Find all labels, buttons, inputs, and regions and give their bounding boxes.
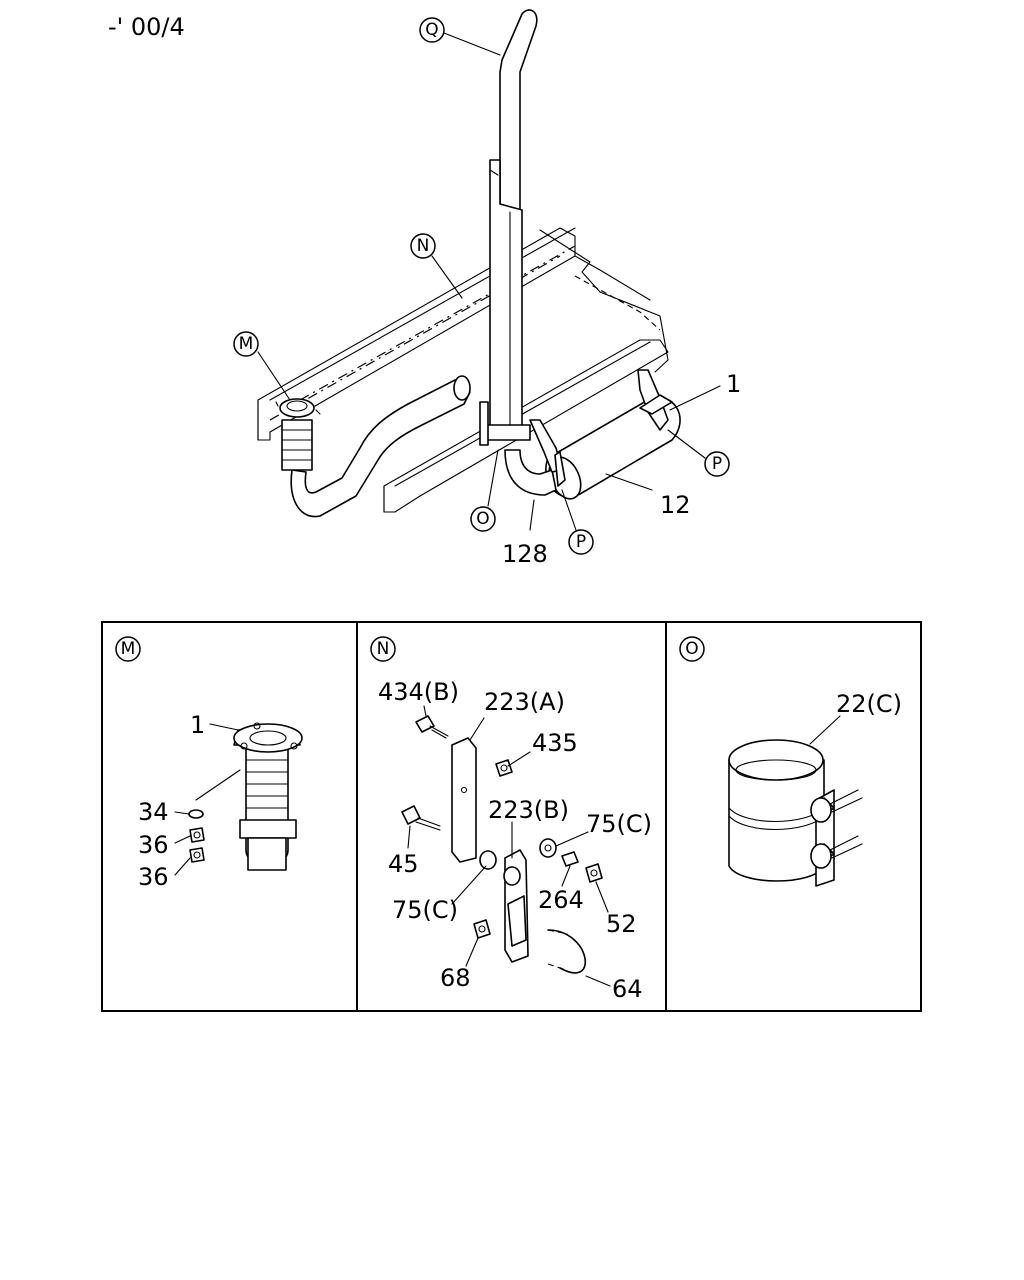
label-part-1: 1 <box>726 370 741 398</box>
panel-m-label-36b: 36 <box>138 863 169 891</box>
svg-text:O: O <box>476 509 489 529</box>
panel-n-label-64: 64 <box>612 975 643 1003</box>
panel-n-label-45: 45 <box>388 850 419 878</box>
panel-n-label-434b: 434(B) <box>378 678 459 706</box>
panel-n-label-52: 52 <box>606 910 637 938</box>
panel-n: N <box>370 636 652 1003</box>
panel-n-label-264: 264 <box>538 886 584 914</box>
panel-n-label-75c-left: 75(C) <box>392 896 458 924</box>
panel-n-label-68: 68 <box>440 964 471 992</box>
panel-m: M 1 34 36 36 <box>115 636 303 891</box>
callout-m: M <box>233 331 259 357</box>
exhaust-pipe <box>275 375 471 518</box>
panel-o-label-22c: 22(C) <box>836 690 902 718</box>
detail-panels-frame <box>101 621 922 1012</box>
diagram-code: -' 00/4 <box>108 13 185 41</box>
vertical-stack-pipe <box>479 9 538 446</box>
panel-o: O 22(C) <box>679 636 902 887</box>
frame-rails <box>257 227 669 513</box>
callout-n: N <box>410 233 436 259</box>
panel-o-callout: O <box>679 636 705 662</box>
panel-n-label-435: 435 <box>532 729 578 757</box>
panel-n-callout: N <box>370 636 396 662</box>
label-part-12: 12 <box>660 491 691 519</box>
panel-n-label-223b: 223(B) <box>488 796 569 824</box>
label-part-128: 128 <box>502 540 548 568</box>
svg-text:P: P <box>712 454 722 474</box>
svg-text:P: P <box>576 532 586 552</box>
panel-m-label-1: 1 <box>190 711 205 739</box>
svg-text:N: N <box>377 639 390 659</box>
callout-o: O <box>470 506 496 532</box>
callout-p-upper: P <box>704 451 730 477</box>
svg-text:M: M <box>239 334 254 354</box>
panel-m-callout: M <box>115 636 141 662</box>
panel-n-label-75c-right: 75(C) <box>586 810 652 838</box>
svg-text:Q: Q <box>425 20 438 40</box>
main-leaders <box>257 32 721 531</box>
panel-m-label-34: 34 <box>138 798 169 826</box>
svg-text:N: N <box>417 236 430 256</box>
panel-n-label-223a: 223(A) <box>484 688 565 716</box>
muffler <box>504 369 681 500</box>
svg-text:O: O <box>685 639 698 659</box>
callout-p-lower: P <box>568 529 594 555</box>
panel-m-label-36a: 36 <box>138 831 169 859</box>
callout-q: Q <box>419 17 445 43</box>
svg-text:M: M <box>121 639 136 659</box>
